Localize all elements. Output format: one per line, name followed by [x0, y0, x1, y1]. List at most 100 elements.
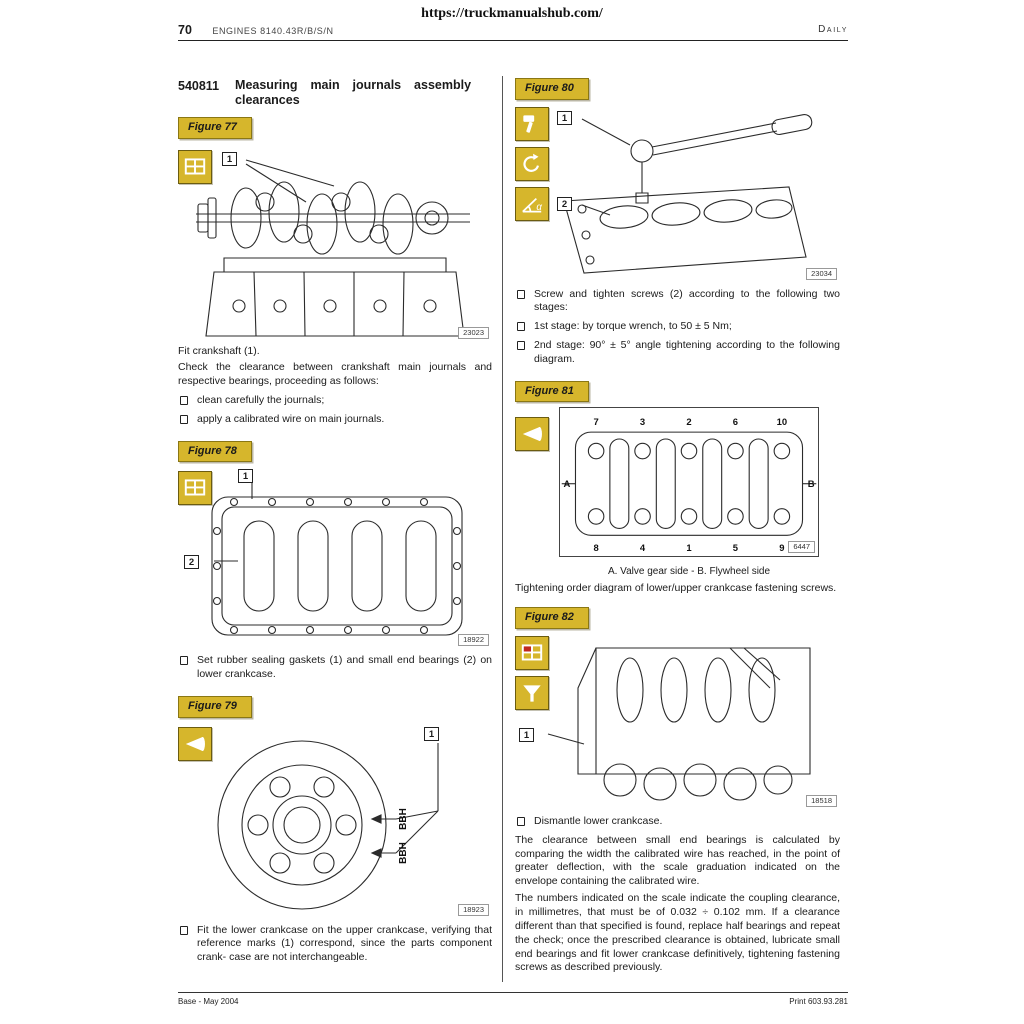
figure-78-ref: 18922 [458, 634, 489, 647]
torque-seq-number: 2 [686, 418, 691, 429]
instruction-text: clean carefully the journals; [197, 394, 325, 407]
torque-seq-number: 6 [733, 418, 738, 429]
figure-79-label: Figure 79 [178, 696, 252, 718]
figure-77-drawing [178, 144, 490, 342]
grid-red-cell-icon [515, 635, 549, 670]
callout-1: 1 [424, 726, 439, 741]
checkbox-square-icon [517, 322, 525, 332]
figure-80-drawing [515, 105, 833, 283]
callout-1: 1 [238, 469, 253, 484]
figure-81-ref: 6447 [788, 541, 815, 554]
figure-79-drawing: BBH BBH [178, 723, 490, 919]
figure-81: 7 3 2 6 10 8 4 1 5 9 A B 6447 [515, 407, 840, 561]
section-title: Measuring main journals assembly clearan… [235, 78, 472, 107]
page-content: 540811 Measuring main journals assembly … [178, 76, 850, 988]
page-header: 70 ENGINES 8140.43R/B/S/N Daily [178, 21, 848, 37]
figure-78-label: Figure 78 [178, 440, 252, 463]
torque-seq-number: 3 [640, 418, 645, 429]
callout-1: 1 [557, 110, 572, 125]
torque-seq-number: 5 [733, 543, 738, 554]
figure-80-label: Figure 80 [515, 78, 589, 100]
instruction-text: 1st stage: by torque wrench, to 50 ± 5 N… [534, 320, 732, 333]
paragraph: The numbers indicated on the scale indic… [515, 892, 840, 974]
instruction-text: Set rubber sealing gaskets (1) and small… [197, 654, 492, 681]
figure-77-ref: 23023 [458, 326, 489, 339]
instruction-item: Fit the lower crankcase on the upper cra… [180, 924, 492, 966]
footer-edition: Base - May 2004 [178, 997, 239, 1006]
torque-seq-number: 1 [686, 543, 691, 554]
engine-series-label: ENGINES 8140.43R/B/S/N [212, 26, 334, 36]
side-letter-a: A [563, 479, 570, 490]
instruction-item: 2nd stage: 90° ± 5° angle tightening acc… [517, 339, 840, 367]
instruction-text: 2nd stage: 90° ± 5° angle tightening acc… [534, 339, 840, 365]
page-number: 70 [178, 23, 192, 37]
cone-icon [178, 726, 212, 761]
callout-2: 2 [557, 196, 572, 211]
cone-icon [515, 417, 549, 452]
checkbox-square-icon [180, 414, 188, 424]
grid-icon [178, 471, 212, 506]
figure-79-ref: 18923 [458, 903, 489, 916]
hammer-icon [515, 106, 549, 141]
paragraph: The clearance between small end bearings… [515, 833, 840, 888]
footer-print-number: Print 603.93.281 [789, 997, 848, 1006]
figure-80: α 1 2 23034 [515, 105, 840, 283]
instruction-item: 1st stage: by torque wrench, to 50 ± 5 N… [517, 320, 840, 334]
figure-77: 1 23023 [178, 144, 492, 342]
checkbox-square-icon [180, 656, 188, 666]
torque-seq-number: 8 [593, 543, 598, 554]
figure-80-ref: 23034 [806, 267, 837, 280]
checkbox-square-icon [517, 816, 525, 826]
reference-mark-label: BBH [398, 842, 409, 864]
tightening-order-diagram: 7 3 2 6 10 8 4 1 5 9 A B [560, 418, 818, 554]
figure-81-frame: 7 3 2 6 10 8 4 1 5 9 A B 6447 [559, 407, 819, 558]
instruction-item: Screw and tighten screws (2) according t… [517, 288, 840, 316]
column-divider [502, 76, 503, 982]
side-letter-b: B [808, 479, 815, 490]
checkbox-square-icon [517, 341, 525, 351]
torque-seq-number: 9 [779, 543, 784, 554]
footer-rule [178, 992, 848, 993]
checkbox-square-icon [517, 289, 525, 299]
figure-82-label: Figure 82 [515, 607, 589, 629]
page-url[interactable]: https://truckmanualshub.com/ [421, 6, 603, 21]
paragraph: Tightening order diagram of lower/upper … [515, 581, 837, 594]
section-heading: 540811 Measuring main journals assembly … [178, 78, 492, 108]
figure-82-ref: 18518 [806, 795, 837, 807]
instruction-text: Dismantle lower crankcase. [534, 814, 663, 827]
callout-2: 2 [184, 555, 199, 570]
left-column: 540811 Measuring main journals assembly … [178, 76, 502, 988]
instruction-item: Set rubber sealing gaskets (1) and small… [180, 654, 492, 682]
instruction-text: Screw and tighten screws (2) according t… [534, 287, 840, 314]
callout-1: 1 [519, 727, 534, 742]
instruction-item: Dismantle lower crankcase. [517, 815, 840, 829]
torque-seq-number: 4 [640, 543, 646, 554]
figure-82: 1 18518 [515, 634, 840, 810]
callout-1: 1 [222, 151, 237, 166]
right-column: Figure 80 [503, 76, 840, 988]
figure-77-label: Figure 77 [178, 117, 252, 139]
figure-81-label: Figure 81 [515, 380, 589, 403]
alpha-symbol: α [536, 201, 542, 212]
vehicle-model-label: Daily [818, 24, 848, 35]
figure-81-caption: A. Valve gear side - B. Flywheel side [607, 566, 771, 578]
reference-mark-label: BBH [398, 808, 409, 830]
header-rule [178, 40, 848, 41]
figure-79: BBH BBH 1 18923 [178, 723, 492, 919]
funnel-icon [515, 675, 549, 710]
page-footer: Base - May 2004 Print 603.93.281 [178, 997, 848, 1006]
figure-82-drawing [515, 634, 833, 810]
instruction-text: apply a calibrated wire on main journals… [197, 412, 385, 425]
angle-alpha-icon: α [515, 186, 549, 221]
checkbox-square-icon [180, 396, 188, 406]
instruction-item: apply a calibrated wire on main journals… [180, 413, 492, 427]
figure-78-drawing [178, 467, 490, 649]
figure-78: 1 2 18922 [178, 467, 492, 649]
instruction-item: clean carefully the journals; [180, 394, 492, 408]
torque-seq-number: 7 [593, 418, 598, 429]
checkbox-square-icon [180, 925, 188, 935]
paragraph: Fit crankshaft (1). [178, 344, 260, 357]
paragraph: Check the clearance between crankshaft m… [178, 361, 492, 388]
rotation-arrow-icon [515, 146, 549, 181]
